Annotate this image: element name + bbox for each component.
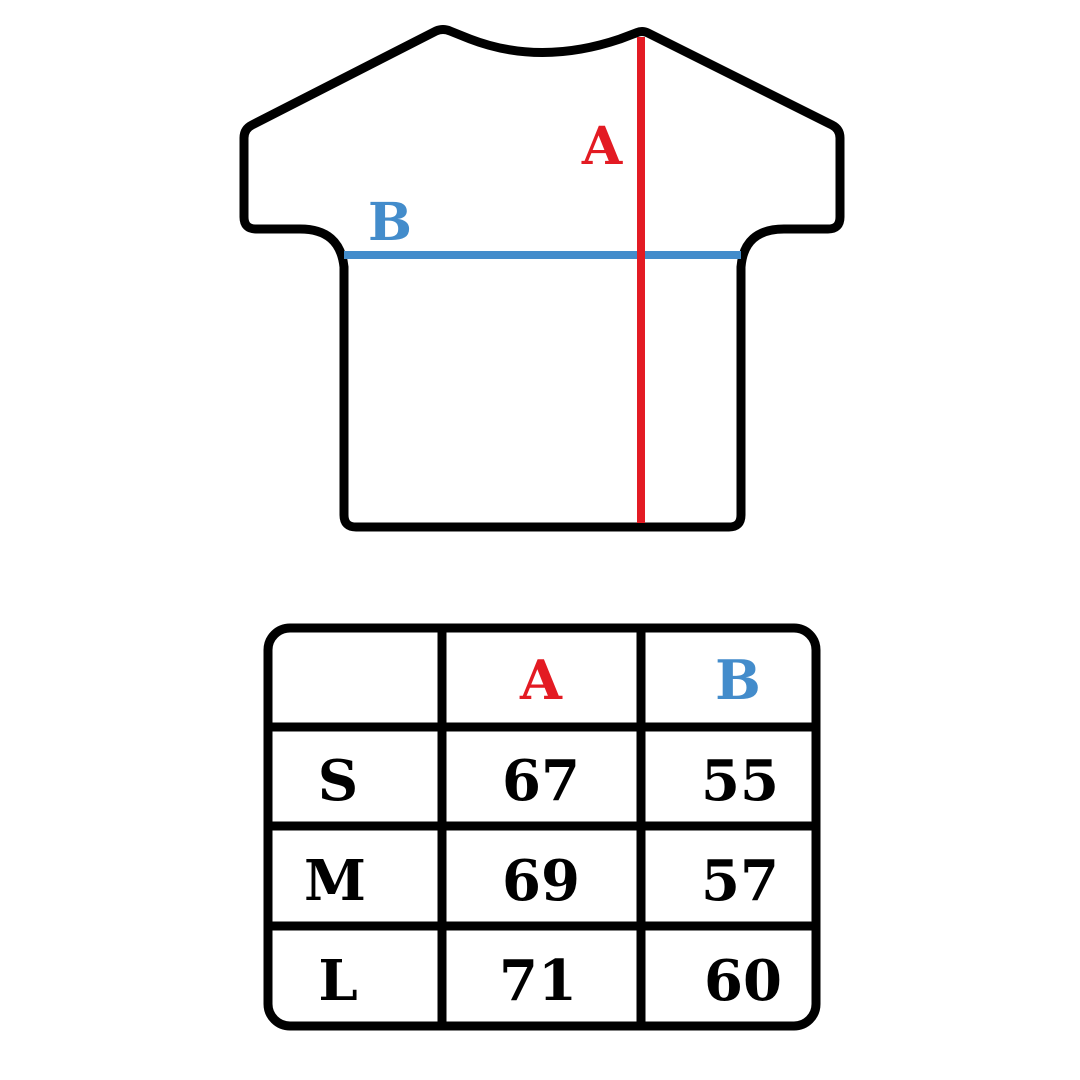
cell-l-a: 71 xyxy=(499,948,577,1014)
column-header-a: A xyxy=(519,648,563,712)
cell-s-a: 67 xyxy=(502,748,580,814)
cell-m-b: 57 xyxy=(701,848,779,914)
column-header-b: B xyxy=(715,648,761,712)
cell-m-a: 69 xyxy=(502,848,580,914)
row-size-s: S xyxy=(318,748,358,814)
cell-s-b: 55 xyxy=(701,748,779,814)
row-size-m: M xyxy=(304,848,366,914)
size-table: A B S 67 55 M 69 57 L 71 60 xyxy=(263,623,821,1031)
measurement-label-b: B xyxy=(368,192,412,253)
row-size-l: L xyxy=(318,948,357,1014)
measurement-label-a: A xyxy=(581,116,623,177)
tshirt-outline xyxy=(239,25,845,532)
cell-l-b: 60 xyxy=(704,948,782,1014)
